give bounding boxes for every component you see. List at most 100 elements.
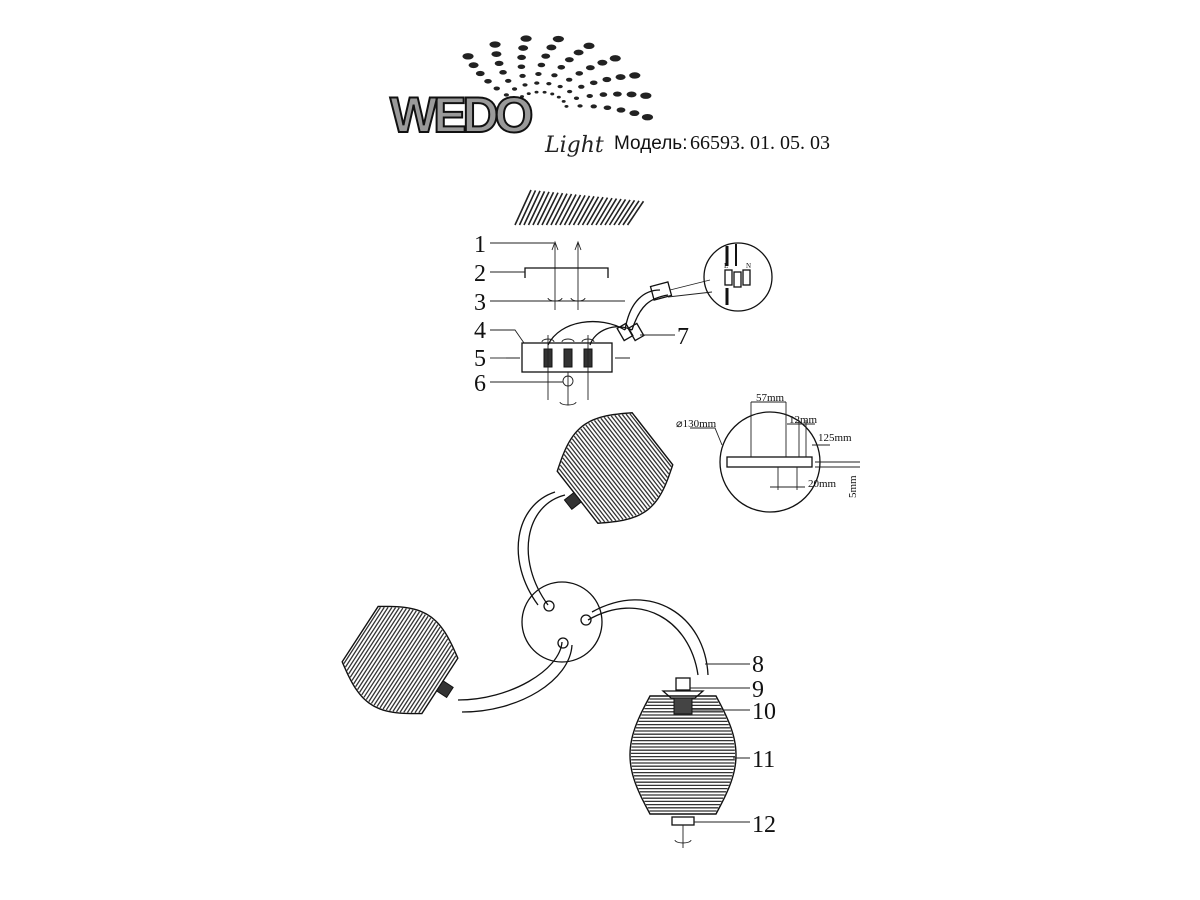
shade-rib: [348, 606, 393, 675]
logo-dot: [494, 60, 504, 66]
callouts-top: 1 2 3 4 5 6 7: [474, 232, 689, 397]
shade-rib: [558, 468, 602, 523]
chandelier: [341, 412, 737, 848]
hatch-line: [586, 196, 604, 226]
logo-dot: [640, 92, 652, 99]
logo-dot: [520, 95, 525, 98]
logo-dot: [546, 81, 552, 86]
callout-10: 10: [752, 699, 776, 725]
hatch-line: [536, 191, 555, 226]
logo-dot: [575, 71, 584, 76]
shade-rib: [343, 606, 382, 664]
shade-rib: [351, 607, 400, 681]
logo-dot: [590, 104, 597, 109]
hatch-line: [550, 193, 568, 226]
logo-dot: [586, 93, 593, 98]
hatch-line: [622, 200, 640, 226]
shade-rib: [382, 624, 439, 710]
logo-dot: [585, 65, 595, 71]
hatch-line: [568, 195, 586, 226]
shade-rib: [373, 617, 432, 706]
logo-dot: [641, 113, 654, 121]
shade-rib: [566, 447, 624, 520]
shade-rib: [392, 632, 445, 712]
dim-diameter: ⌀130mm: [676, 418, 717, 430]
logo-dot: [603, 105, 612, 111]
shade-rib: [575, 433, 640, 515]
logo-swirl-dots: [462, 35, 654, 121]
shade-rib: [355, 608, 407, 688]
glass-shade: [341, 605, 459, 715]
terminal-l: L: [724, 262, 728, 270]
logo-dot: [475, 70, 485, 77]
shade-rib: [559, 464, 606, 523]
shade-rib: [571, 438, 634, 517]
screw-icon: [563, 348, 573, 368]
shade-rib: [359, 609, 414, 693]
logo-dot: [616, 107, 626, 113]
callout-6: 6: [474, 371, 486, 397]
shade-rib: [625, 413, 671, 471]
hatch-line: [572, 195, 591, 226]
dim-offset: 20mm: [808, 478, 837, 490]
logo-dot: [514, 99, 519, 103]
shade-rib: [562, 457, 613, 522]
hatch-line: [590, 197, 609, 226]
logo-dot: [535, 72, 542, 77]
logo-dot: [503, 93, 509, 97]
logo-dot: [534, 81, 540, 85]
logo-dot: [612, 91, 622, 97]
terminal-n: N: [746, 262, 751, 270]
logo-sub: Light: [544, 133, 604, 158]
logo-dot: [629, 72, 641, 79]
hatch-line: [545, 192, 564, 226]
hatch-line: [577, 195, 595, 226]
logo-dot: [551, 73, 558, 78]
logo-dot: [468, 62, 479, 69]
shade-rib: [376, 619, 434, 707]
shade-rib: [593, 420, 657, 500]
model-label: Модель:: [614, 133, 687, 154]
shade-rib: [590, 421, 655, 503]
dim-span: 125mm: [818, 432, 852, 444]
model-number: 66593. 01. 05. 03: [690, 132, 830, 154]
glass-shade: [556, 412, 674, 524]
hatch-line: [563, 194, 582, 226]
logo-dot: [564, 57, 574, 63]
logo-dot: [489, 41, 501, 48]
callout-7: 7: [677, 324, 689, 350]
callout-12: 12: [752, 812, 776, 838]
hatch-line: [554, 193, 573, 226]
logo-dot: [519, 73, 526, 78]
logo-dot: [626, 91, 637, 98]
callout-4: 4: [474, 318, 486, 344]
hatch-line: [581, 196, 600, 226]
shade-rib: [403, 641, 450, 713]
logo-dot: [609, 55, 621, 62]
dim-depth: 5mm: [847, 475, 859, 498]
shade-rib: [577, 430, 643, 513]
logo-dot: [493, 86, 500, 91]
shade-rib: [370, 615, 429, 704]
shade-rib: [585, 424, 651, 508]
shade-rib: [346, 606, 389, 671]
logo-dot: [541, 53, 551, 59]
shade-rib: [569, 441, 631, 519]
logo-dot: [615, 74, 626, 80]
logo-dot: [589, 80, 598, 86]
shade-rib: [379, 621, 437, 709]
logo-dot: [517, 54, 526, 61]
logo-dot: [462, 53, 474, 60]
logo-dot: [597, 59, 608, 66]
shade-rib: [368, 614, 426, 702]
callout-11: 11: [752, 747, 775, 773]
logo-dot: [484, 79, 492, 84]
hatch-line: [599, 198, 618, 226]
logo-dot: [573, 49, 584, 56]
hatch-line: [604, 198, 622, 226]
logo-dot: [520, 35, 532, 42]
logo-dot: [511, 87, 518, 91]
shade-rib: [399, 638, 449, 713]
shade-rib: [610, 415, 666, 485]
shade-rib: [603, 416, 663, 492]
